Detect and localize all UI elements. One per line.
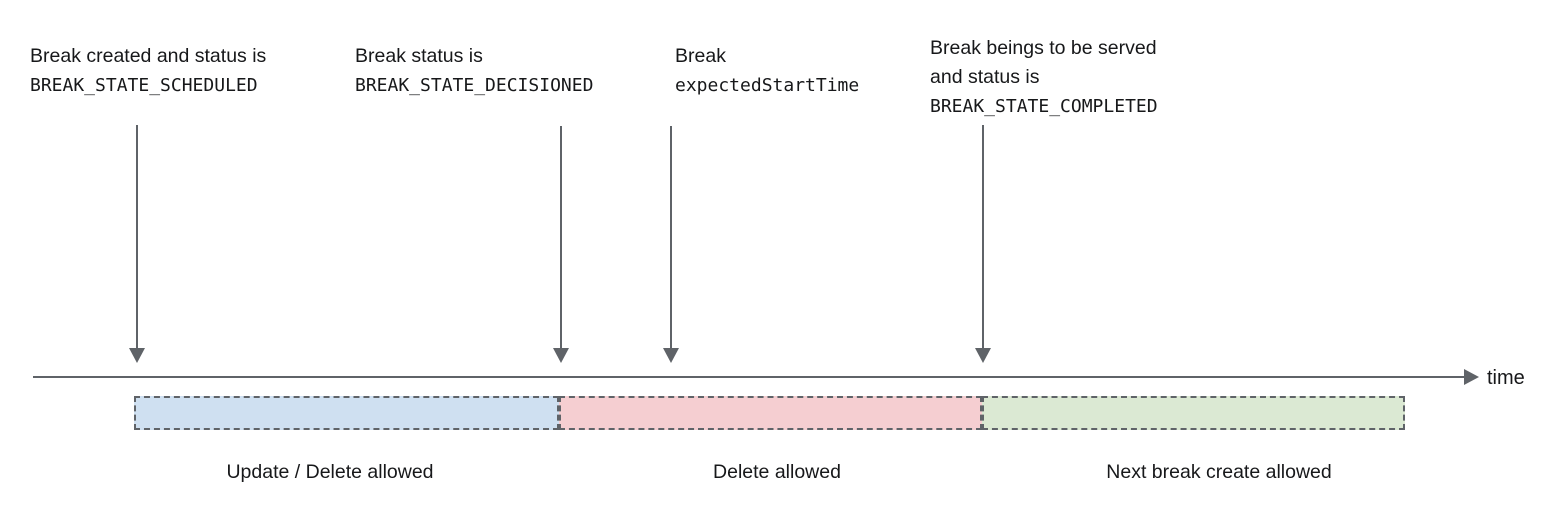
- caption-delete-allowed: Delete allowed: [713, 461, 841, 483]
- annotation-break-expected-start-time: Break expectedStartTime: [675, 42, 859, 100]
- arrow-line-break-completed: [982, 125, 984, 349]
- scheduled-phase-bar: [134, 396, 559, 430]
- completed-phase-bar: [982, 396, 1405, 430]
- arrow-head-break-decisioned: [553, 348, 569, 363]
- annotation-3-line-1: Break: [675, 45, 726, 67]
- arrow-line-break-decisioned: [560, 126, 562, 349]
- annotation-break-decisioned: Break status is BREAK_STATE_DECISIONED: [355, 42, 593, 100]
- caption-next-break-create-allowed: Next break create allowed: [1106, 461, 1332, 483]
- annotation-break-served-completed: Break beings to be served and status is …: [930, 34, 1158, 121]
- annotation-2-state-code: BREAK_STATE_DECISIONED: [355, 75, 594, 96]
- arrow-head-break-completed: [975, 348, 991, 363]
- decisioned-phase-bar: [559, 396, 982, 430]
- arrow-head-break-created: [129, 348, 145, 363]
- annotation-1-state-code: BREAK_STATE_SCHEDULED: [30, 75, 258, 96]
- annotation-1-line-1: Break created and status is: [30, 45, 267, 67]
- annotation-4-line-2: and status is: [930, 66, 1040, 88]
- arrow-head-expected-start-time: [663, 348, 679, 363]
- time-axis-line: [33, 376, 1465, 378]
- arrow-line-break-created: [136, 125, 138, 349]
- annotation-break-created-scheduled: Break created and status is BREAK_STATE_…: [30, 42, 266, 100]
- caption-update-delete-allowed: Update / Delete allowed: [226, 461, 434, 483]
- annotation-4-line-1: Break beings to be served: [930, 37, 1157, 59]
- annotation-4-state-code: BREAK_STATE_COMPLETED: [930, 96, 1158, 117]
- arrow-line-expected-start-time: [670, 126, 672, 349]
- time-axis-arrow-head: [1464, 369, 1479, 385]
- annotation-3-field-code: expectedStartTime: [675, 75, 860, 96]
- time-axis-label: time: [1487, 367, 1525, 389]
- annotation-2-line-1: Break status is: [355, 45, 483, 67]
